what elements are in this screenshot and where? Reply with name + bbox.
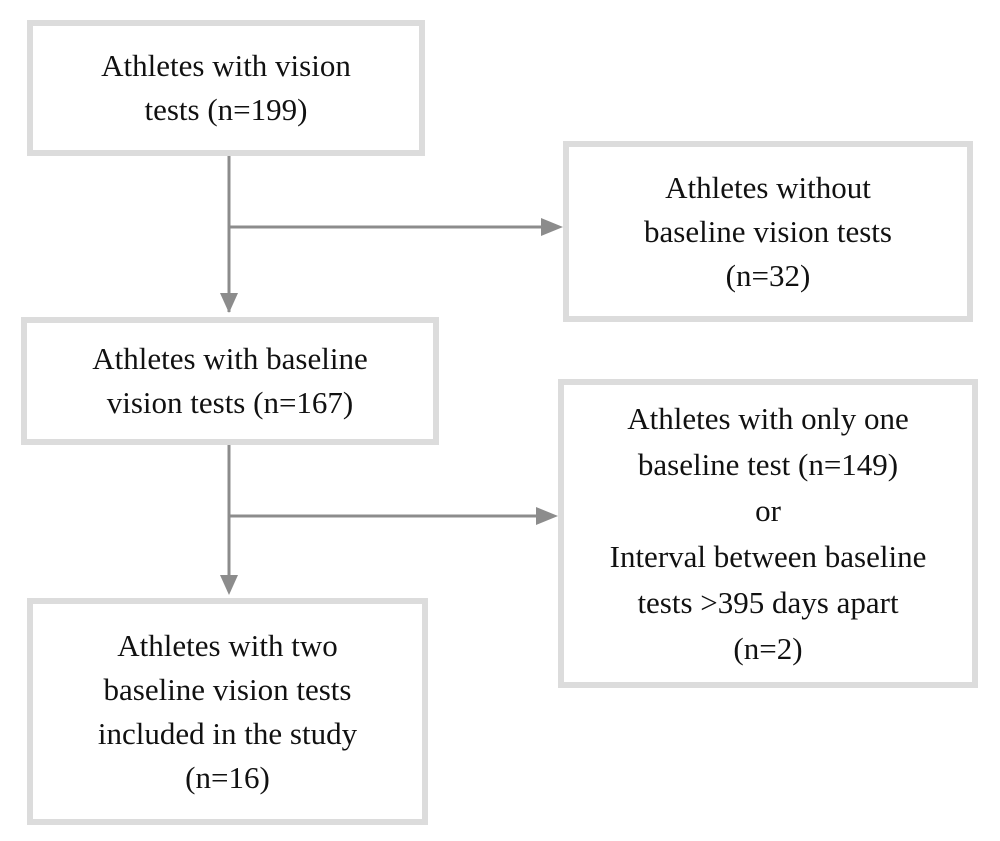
box-text-line: (n=2) <box>733 630 803 666</box>
box-athletes-with-vision-tests: Athletes with vision tests (n=199) <box>27 20 425 156</box>
box-text-line: vision tests (n=167) <box>106 385 354 420</box>
arrowhead-right-1 <box>541 218 563 236</box>
box-text-line: (n=32) <box>725 257 811 293</box>
box-text-line: Athletes without <box>665 169 871 205</box>
box-included-athletes: Athletes with two baseline vision tests … <box>27 598 428 825</box>
box-text-line: Athletes with two <box>117 627 338 663</box>
box-text-line: or <box>755 492 781 528</box>
box-text-line: baseline vision tests <box>644 213 892 249</box>
box-text-line: Athletes with baseline <box>92 341 368 376</box>
box-excluded-athletes: Athletes with only one baseline test (n=… <box>558 379 978 688</box>
box-athletes-without-baseline: Athletes without baseline vision tests (… <box>563 141 973 322</box>
arrowhead-right-2 <box>536 507 558 525</box>
box-text-line: Interval between baseline <box>609 538 927 574</box>
box-text-line: baseline vision tests <box>103 671 352 707</box>
box-text-line: baseline test (n=149) <box>637 446 899 482</box>
arrowhead-down-2 <box>220 575 238 595</box>
box-text-line: Athletes with only one <box>627 400 909 436</box>
arrowhead-down-1 <box>220 293 238 313</box>
box-athletes-with-baseline: Athletes with baseline vision tests (n=1… <box>21 317 439 445</box>
box-text-line: (n=16) <box>185 759 270 795</box>
box-text-line: included in the study <box>97 715 358 751</box>
box-text-line: tests (n=199) <box>144 92 308 127</box>
box-text-line: tests >395 days apart <box>637 584 899 620</box>
box-text-line: Athletes with vision <box>101 48 351 83</box>
